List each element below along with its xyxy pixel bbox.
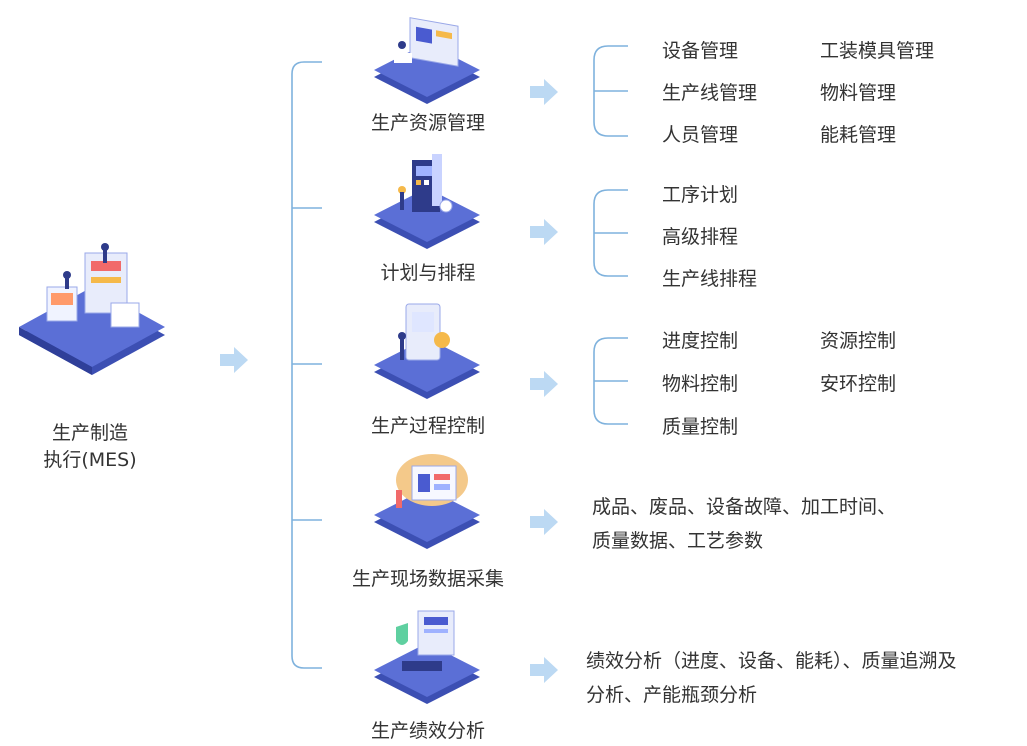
category-label-planning: 计划与排程 <box>380 262 476 284</box>
root-label-line2: 执行(MES) <box>43 449 137 471</box>
category-label-resource: 生产资源管理 <box>370 112 485 134</box>
data-collection-line1: 成品、废品、设备故障、加工时间、 <box>592 496 897 518</box>
planning-illustration <box>374 154 480 249</box>
data-collection-line2: 质量数据、工艺参数 <box>592 530 764 552</box>
planning-item-advanced: 高级排程 <box>662 226 739 248</box>
arrow-right-icon <box>530 219 558 245</box>
arrow-right-icon <box>530 509 558 535</box>
resource-item-material: 物料管理 <box>820 82 897 104</box>
process-item-resource: 资源控制 <box>820 330 897 352</box>
arrow-right-icon <box>530 371 558 397</box>
process-item-progress: 进度控制 <box>662 330 739 352</box>
process-item-material: 物料控制 <box>662 373 739 395</box>
performance-description: 绩效分析（进度、设备、能耗）、质量追溯及 分析、产能瓶颈分析 <box>586 644 957 712</box>
planning-item-process: 工序计划 <box>662 184 739 206</box>
resource-item-tooling: 工装模具管理 <box>820 40 935 62</box>
category-label-performance: 生产绩效分析 <box>370 720 485 742</box>
arrow-right-icon <box>220 347 248 373</box>
factory-illustration <box>19 243 165 375</box>
resource-management-illustration <box>374 17 480 104</box>
performance-analysis-illustration <box>374 610 480 704</box>
data-collection-illustration <box>374 454 480 549</box>
data-collection-description: 成品、废品、设备故障、加工时间、 质量数据、工艺参数 <box>592 490 896 558</box>
performance-line2: 分析、产能瓶颈分析 <box>586 684 758 706</box>
planning-item-line: 生产线排程 <box>662 268 758 290</box>
root-label: 生产制造 执行(MES) <box>10 420 170 474</box>
process-control-illustration <box>374 303 480 399</box>
root-label-line1: 生产制造 <box>51 422 128 444</box>
process-item-safety: 安环控制 <box>820 373 897 395</box>
resource-item-line: 生产线管理 <box>662 82 758 104</box>
resource-item-energy: 能耗管理 <box>820 124 897 146</box>
arrow-right-icon <box>530 79 558 105</box>
resource-item-equipment: 设备管理 <box>662 40 739 62</box>
performance-line1: 绩效分析（进度、设备、能耗）、质量追溯及 <box>586 650 957 672</box>
process-item-quality: 质量控制 <box>662 416 739 438</box>
arrow-right-icon <box>530 657 558 683</box>
category-label-data: 生产现场数据采集 <box>351 568 504 590</box>
resource-item-personnel: 人员管理 <box>662 124 739 146</box>
category-label-process: 生产过程控制 <box>370 415 485 437</box>
